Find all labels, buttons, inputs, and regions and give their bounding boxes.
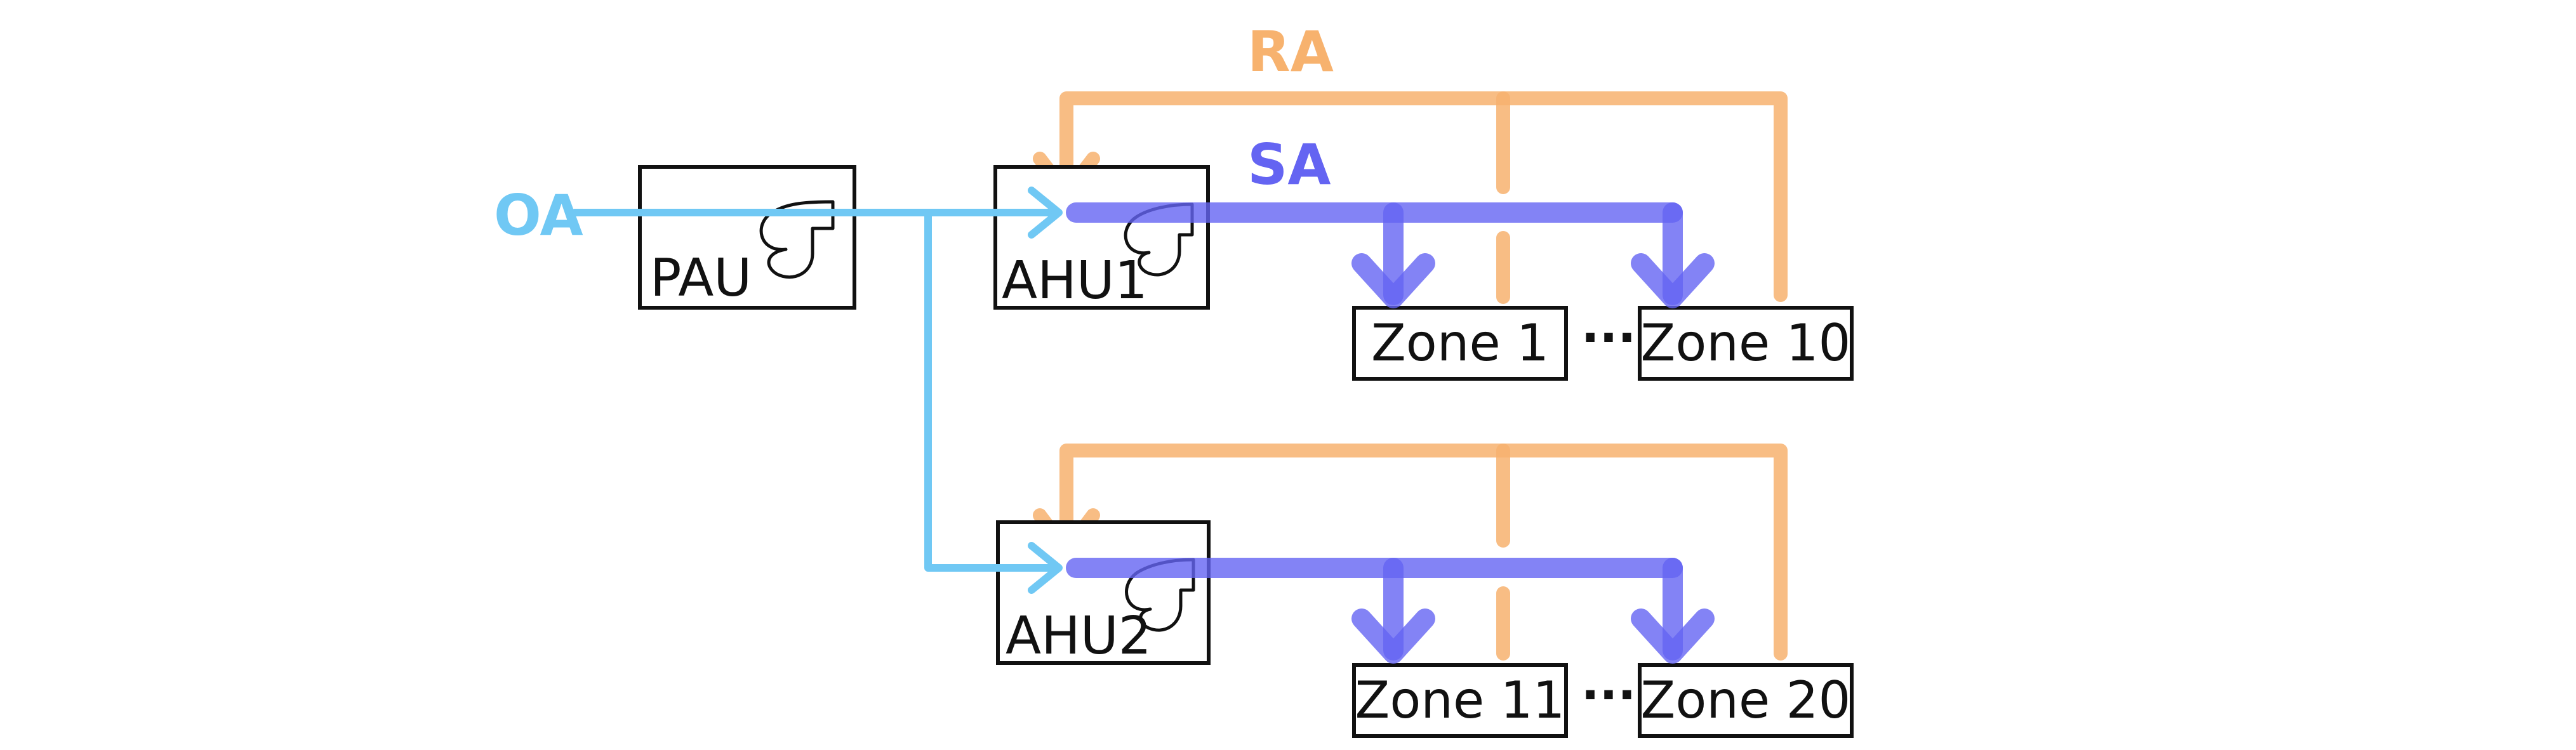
ahu2-label: AHU2 [1006, 606, 1152, 666]
pau-unit: PAU [638, 165, 856, 310]
ahu1-label: AHU1 [1002, 251, 1148, 311]
pau-label: PAU [650, 248, 752, 308]
zone-row-ahu2: Zone 11 ··· Zone 20 [1352, 663, 1854, 738]
supply-air-label: SA [1247, 132, 1331, 197]
outside-air-arrowhead-ahu1 [1028, 187, 1063, 239]
zone-ellipsis-ahu1: ··· [1581, 309, 1637, 365]
zone-row-ahu1: Zone 1 ··· Zone 10 [1352, 306, 1854, 381]
ahu1-unit: AHU1 [993, 165, 1210, 311]
supply-air-arrowhead-zone11 [1351, 609, 1435, 664]
return-air-label: RA [1247, 19, 1334, 84]
zone-box-11 [1352, 663, 1568, 738]
zone-label-10: Zone 10 [1641, 313, 1851, 372]
outside-air-label: OA [494, 183, 583, 248]
return-air-duct-ahu1 [1059, 91, 1788, 302]
outside-air-flow [571, 187, 1063, 594]
supply-air-flow-ahu1 [1066, 202, 1715, 308]
supply-air-arrowhead-zone20 [1631, 609, 1715, 664]
outside-air-arrowhead-ahu2 [1028, 542, 1063, 594]
zone-box-10 [1638, 306, 1854, 381]
outside-air-duct-to-ahu2 [924, 209, 1061, 572]
zone-label-11: Zone 11 [1355, 671, 1565, 730]
zone-ellipsis-ahu2: ··· [1581, 666, 1637, 723]
return-air-duct-ahu2 [1059, 444, 1788, 661]
zone-label-1: Zone 1 [1371, 313, 1549, 372]
supply-air-flow-ahu2 [1066, 558, 1715, 664]
zone-label-20: Zone 20 [1641, 671, 1851, 730]
zone-box-20 [1638, 663, 1854, 738]
supply-air-arrowhead-zone1 [1351, 253, 1435, 308]
fan-icon [759, 200, 835, 279]
pau-box [638, 165, 856, 310]
zone-box-1 [1352, 306, 1568, 381]
supply-air-arrowhead-zone10 [1631, 253, 1715, 308]
